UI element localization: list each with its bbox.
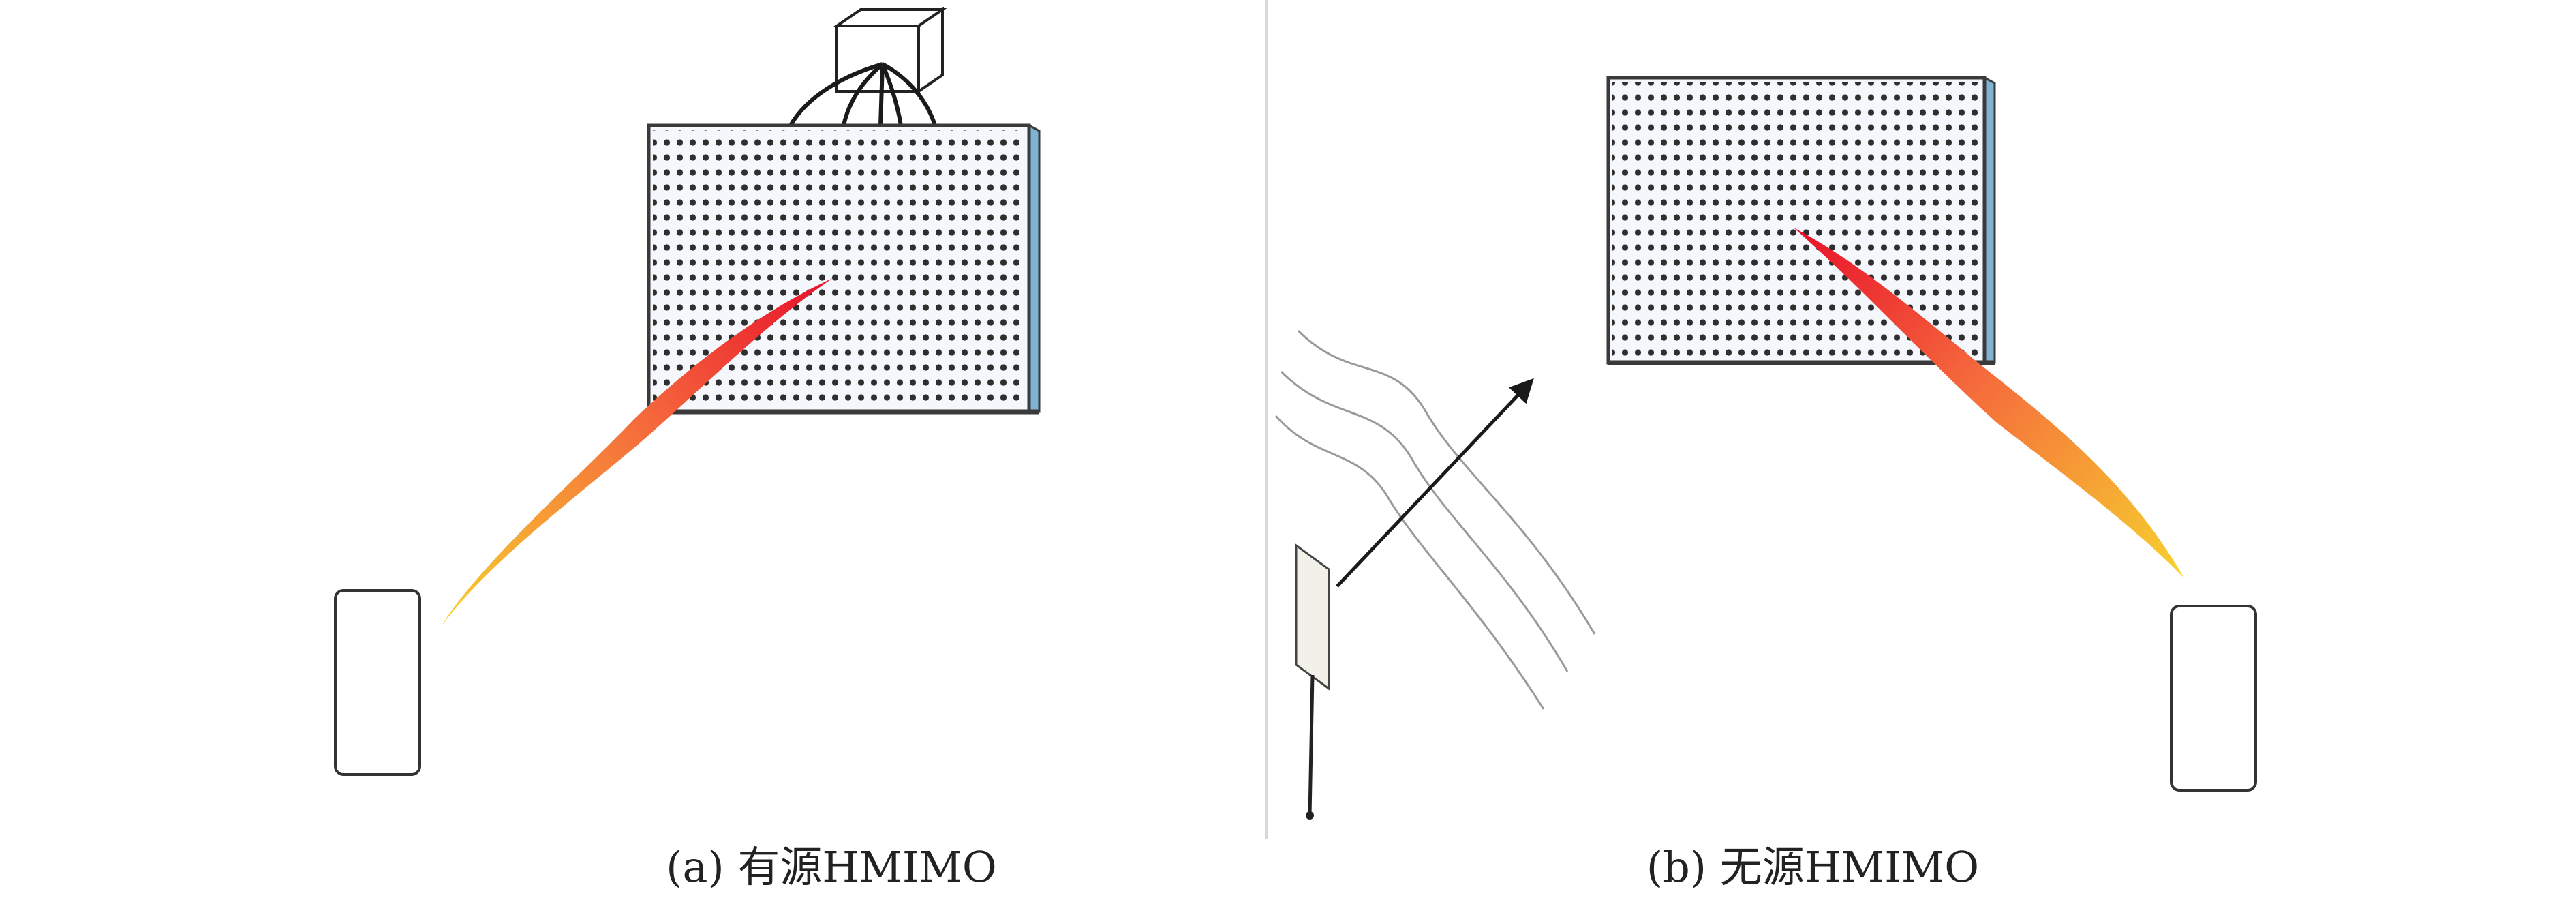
active-hmimo-diagram	[334, 7, 1041, 776]
subfigure-caption-active: (a) 有源HMIMO	[666, 842, 997, 892]
wavefront-icon	[1274, 329, 1596, 710]
feed-antenna-icon	[1295, 543, 1330, 820]
cube-icon	[832, 7, 947, 94]
subfigure-caption-passive: (b) 无源HMIMO	[1646, 842, 1980, 892]
smartphone-icon	[334, 589, 421, 776]
passive-hmimo-diagram	[1274, 76, 2257, 820]
smartphone-icon	[2170, 605, 2257, 792]
cable-bundle-icon	[788, 62, 937, 127]
reflected-beam	[1794, 228, 2184, 578]
passive-metasurface-panel	[1606, 76, 1996, 365]
arrow-icon	[1336, 378, 1534, 588]
